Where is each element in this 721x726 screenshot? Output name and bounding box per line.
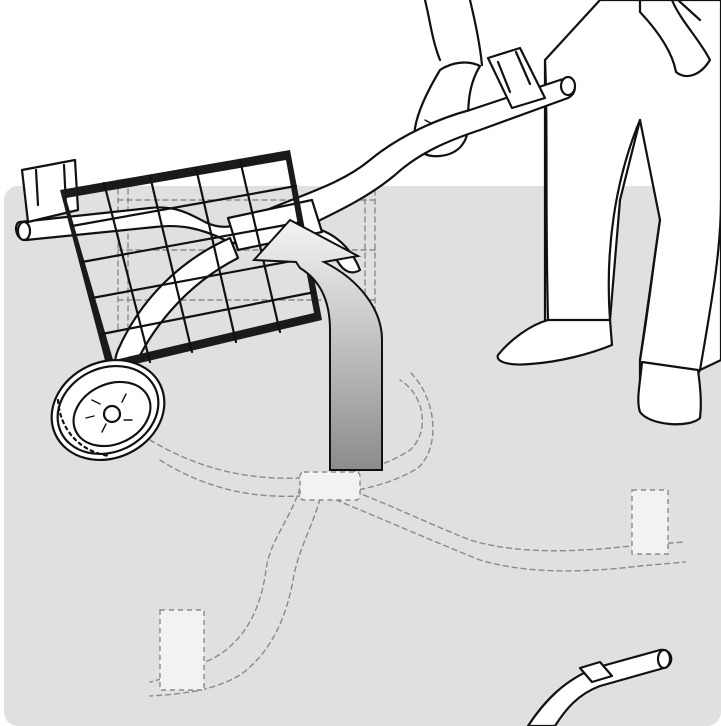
wire-basket [60,150,322,372]
person-legs [423,0,721,426]
curved-arrow-icon [251,218,383,471]
corner-handle-icon [526,648,673,726]
wheel-icon [50,358,166,462]
